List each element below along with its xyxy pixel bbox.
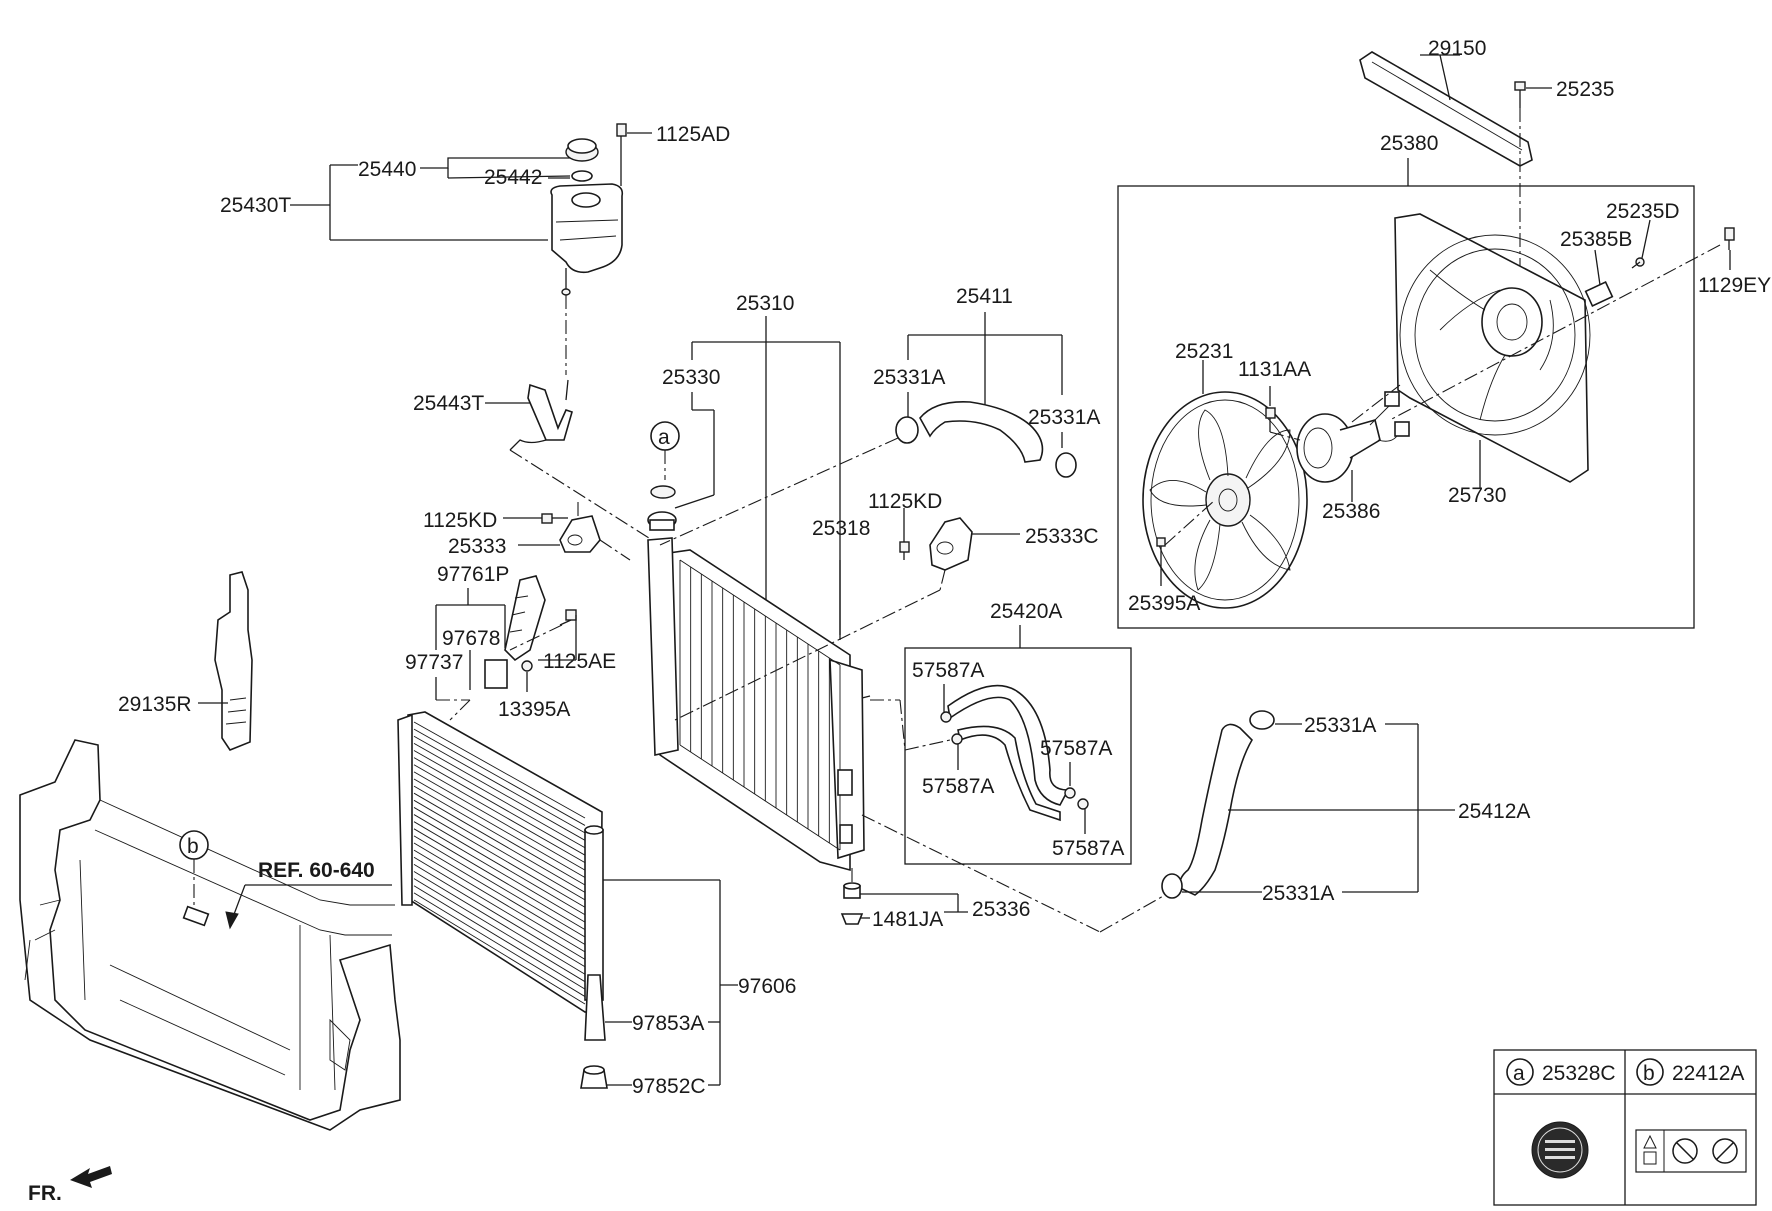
label-1129EY: 1129EY	[1698, 274, 1771, 297]
bolt-1125AE	[559, 609, 577, 626]
label-25235D: 25235D	[1606, 200, 1680, 223]
dryer-97853A	[584, 974, 606, 1041]
plug-97852C	[580, 1065, 608, 1089]
label-25231: 25231	[1175, 340, 1233, 363]
condenser-97606	[397, 711, 604, 1013]
label-1131AA: 1131AA	[1238, 358, 1311, 381]
fan-motor-25386	[1296, 391, 1410, 483]
ref-60-640: REF. 60-640	[258, 859, 375, 882]
label-97606: 97606	[738, 975, 796, 998]
front-end-module-carrier	[19, 739, 401, 1131]
label-25336: 25336	[972, 898, 1030, 921]
oring-1481JA	[840, 913, 864, 925]
label-25331A-1: 25331A	[873, 366, 945, 389]
fan-assembly-box	[1117, 185, 1695, 629]
label-1481JA: 1481JA	[872, 908, 943, 931]
fan-blade-25231	[1142, 391, 1308, 609]
cap-label-a	[650, 485, 676, 499]
label-57587A-4: 57587A	[1052, 837, 1124, 860]
label-29135R: 29135R	[118, 693, 192, 716]
front-indicator-text: FR.	[28, 1182, 62, 1205]
bolt-1125KD-right	[899, 541, 910, 560]
seal-25442	[571, 170, 593, 182]
label-25442: 25442	[484, 166, 542, 189]
label-25330: 25330	[662, 366, 720, 389]
label-1125AD: 1125AD	[656, 123, 730, 146]
label-25235: 25235	[1556, 78, 1614, 101]
label-25430T: 25430T	[220, 194, 291, 217]
bracket-25333	[559, 515, 601, 553]
label-13395A: 13395A	[498, 698, 570, 721]
svg-text:a: a	[658, 426, 670, 449]
label-97761P: 97761P	[437, 563, 509, 586]
screw-25235D	[1631, 257, 1645, 269]
label-25395A: 25395A	[1128, 592, 1200, 615]
oil-cooler-hose-box	[904, 647, 1132, 865]
label-25443T: 25443T	[413, 392, 484, 415]
radiator-cap-25330	[647, 511, 677, 531]
bolt-1129EY	[1724, 227, 1735, 250]
condenser-bracket-97761P	[484, 575, 546, 689]
label-25331A-3: 25331A	[1304, 714, 1376, 737]
label-97853A: 97853A	[632, 1012, 704, 1035]
svg-text:b: b	[187, 835, 199, 858]
label-97737: 97737	[405, 651, 463, 674]
upper-bracket-29150	[1359, 51, 1533, 167]
fan-shroud-25730	[1394, 213, 1591, 483]
label-1125AE: 1125AE	[543, 650, 616, 673]
legend-b-letter: b	[1643, 1062, 1655, 1085]
label-25385B: 25385B	[1560, 228, 1632, 251]
cap-warning-sticker-icon	[1531, 1121, 1589, 1179]
label-25411: 25411	[956, 285, 1013, 308]
bolt-1125KD-left	[541, 513, 568, 524]
bolt-1125AD	[616, 123, 627, 186]
reservoir-tank-25430T	[550, 183, 624, 296]
callout-b: b	[179, 830, 209, 860]
label-25420A: 25420A	[990, 600, 1062, 623]
label-1125KD-1: 1125KD	[423, 509, 497, 532]
label-25730: 25730	[1448, 484, 1506, 507]
label-25380: 25380	[1380, 132, 1438, 155]
legend-table: a 25328C b 22412A	[1493, 1049, 1757, 1206]
bolt-25235	[1514, 81, 1526, 108]
reservoir-cap-25440	[565, 138, 599, 162]
resistor-25385B	[1584, 281, 1614, 307]
label-97852C: 97852C	[632, 1075, 706, 1098]
label-29150: 29150	[1428, 37, 1486, 60]
label-25310: 25310	[736, 292, 794, 315]
label-25331A-2: 25331A	[1028, 406, 1100, 429]
label-25333C: 25333C	[1025, 525, 1099, 548]
label-25386: 25386	[1322, 500, 1380, 523]
air-guard-29135R	[214, 571, 253, 751]
label-25412A: 25412A	[1458, 800, 1530, 823]
label-25440: 25440	[358, 158, 416, 181]
radiator-core-25310	[647, 537, 871, 872]
front-arrow-icon	[70, 1166, 112, 1188]
label-25318: 25318	[812, 517, 870, 540]
label-97678: 97678	[442, 627, 500, 650]
legend-a-letter: a	[1513, 1062, 1525, 1085]
label-57587A-2: 57587A	[1040, 737, 1112, 760]
fan-warning-sticker-icon	[1635, 1129, 1747, 1173]
screw-25395A	[1156, 537, 1166, 556]
label-25331A-4: 25331A	[1262, 882, 1334, 905]
bracket-25333C	[929, 517, 973, 571]
label-1125KD-2: 1125KD	[868, 490, 942, 513]
label-25333: 25333	[448, 535, 506, 558]
nut-13395A	[521, 660, 533, 672]
overflow-hose-25443T	[509, 379, 573, 451]
label-57587A-3: 57587A	[922, 775, 994, 798]
upper-hose-25411	[895, 401, 1077, 478]
lower-hose-25412A	[1161, 710, 1275, 899]
label-57587A-1: 57587A	[912, 659, 984, 682]
callout-a: a	[650, 421, 680, 451]
legend-b-part: 22412A	[1672, 1062, 1744, 1085]
legend-a-part: 25328C	[1542, 1062, 1616, 1085]
drain-plug-25336	[843, 882, 861, 899]
screw-1131AA	[1265, 407, 1276, 432]
